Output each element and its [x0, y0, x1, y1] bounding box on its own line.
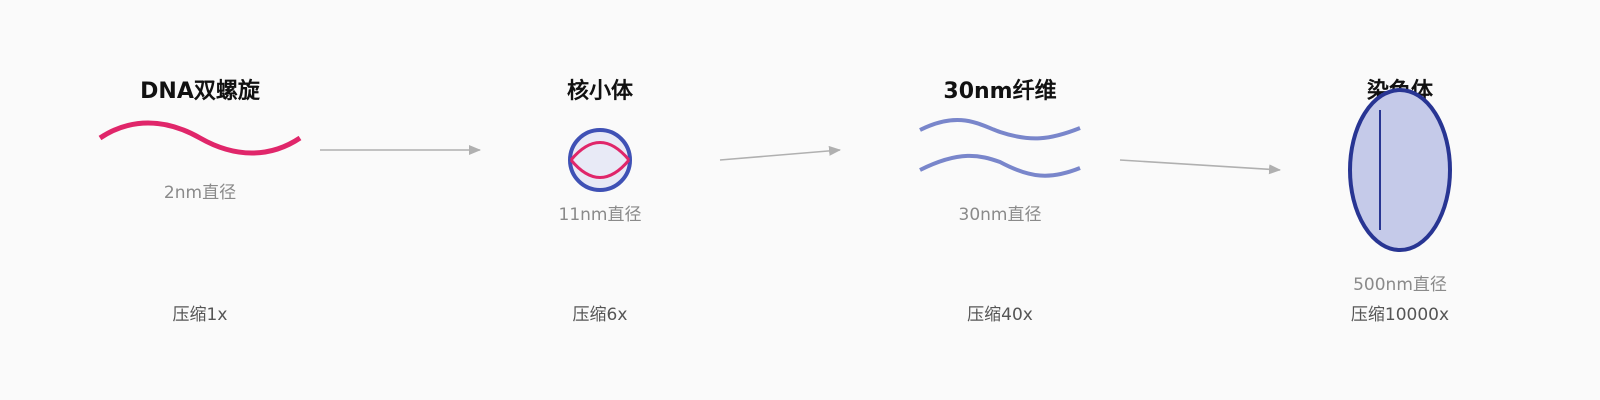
- stage-30nm-fiber: 30nm纤维 30nm直径 压缩40x: [919, 78, 1081, 325]
- stage-title: 30nm纤维: [943, 78, 1056, 104]
- chromatin-fiber-icon: [919, 118, 1081, 178]
- dna-helix-icon: [98, 120, 302, 156]
- stage-diameter: 30nm直径: [959, 205, 1042, 225]
- nucleosome-icon: [568, 128, 632, 192]
- stage-chromosome: 染色体 500nm直径 压缩10000x: [1348, 78, 1452, 325]
- stage-title: DNA双螺旋: [140, 78, 261, 104]
- stage-compression: 压缩6x: [573, 305, 628, 325]
- stage-diameter: 11nm直径: [559, 205, 642, 225]
- stage-title: 核小体: [567, 78, 634, 104]
- stage-dna-helix: DNA双螺旋 2nm直径 压缩1x: [98, 78, 302, 325]
- stage-compression: 压缩40x: [967, 305, 1033, 325]
- stage-compression: 压缩1x: [173, 305, 228, 325]
- arrow-2: [719, 145, 841, 161]
- stage-nucleosome: 核小体 11nm直径 压缩6x: [559, 78, 642, 325]
- stage-diameter: 2nm直径: [164, 183, 236, 203]
- stage-diameter: 500nm直径: [1353, 275, 1447, 295]
- chromosome-icon: [1348, 88, 1452, 252]
- stage-compression: 压缩10000x: [1351, 305, 1449, 325]
- arrow-3: [1119, 159, 1281, 175]
